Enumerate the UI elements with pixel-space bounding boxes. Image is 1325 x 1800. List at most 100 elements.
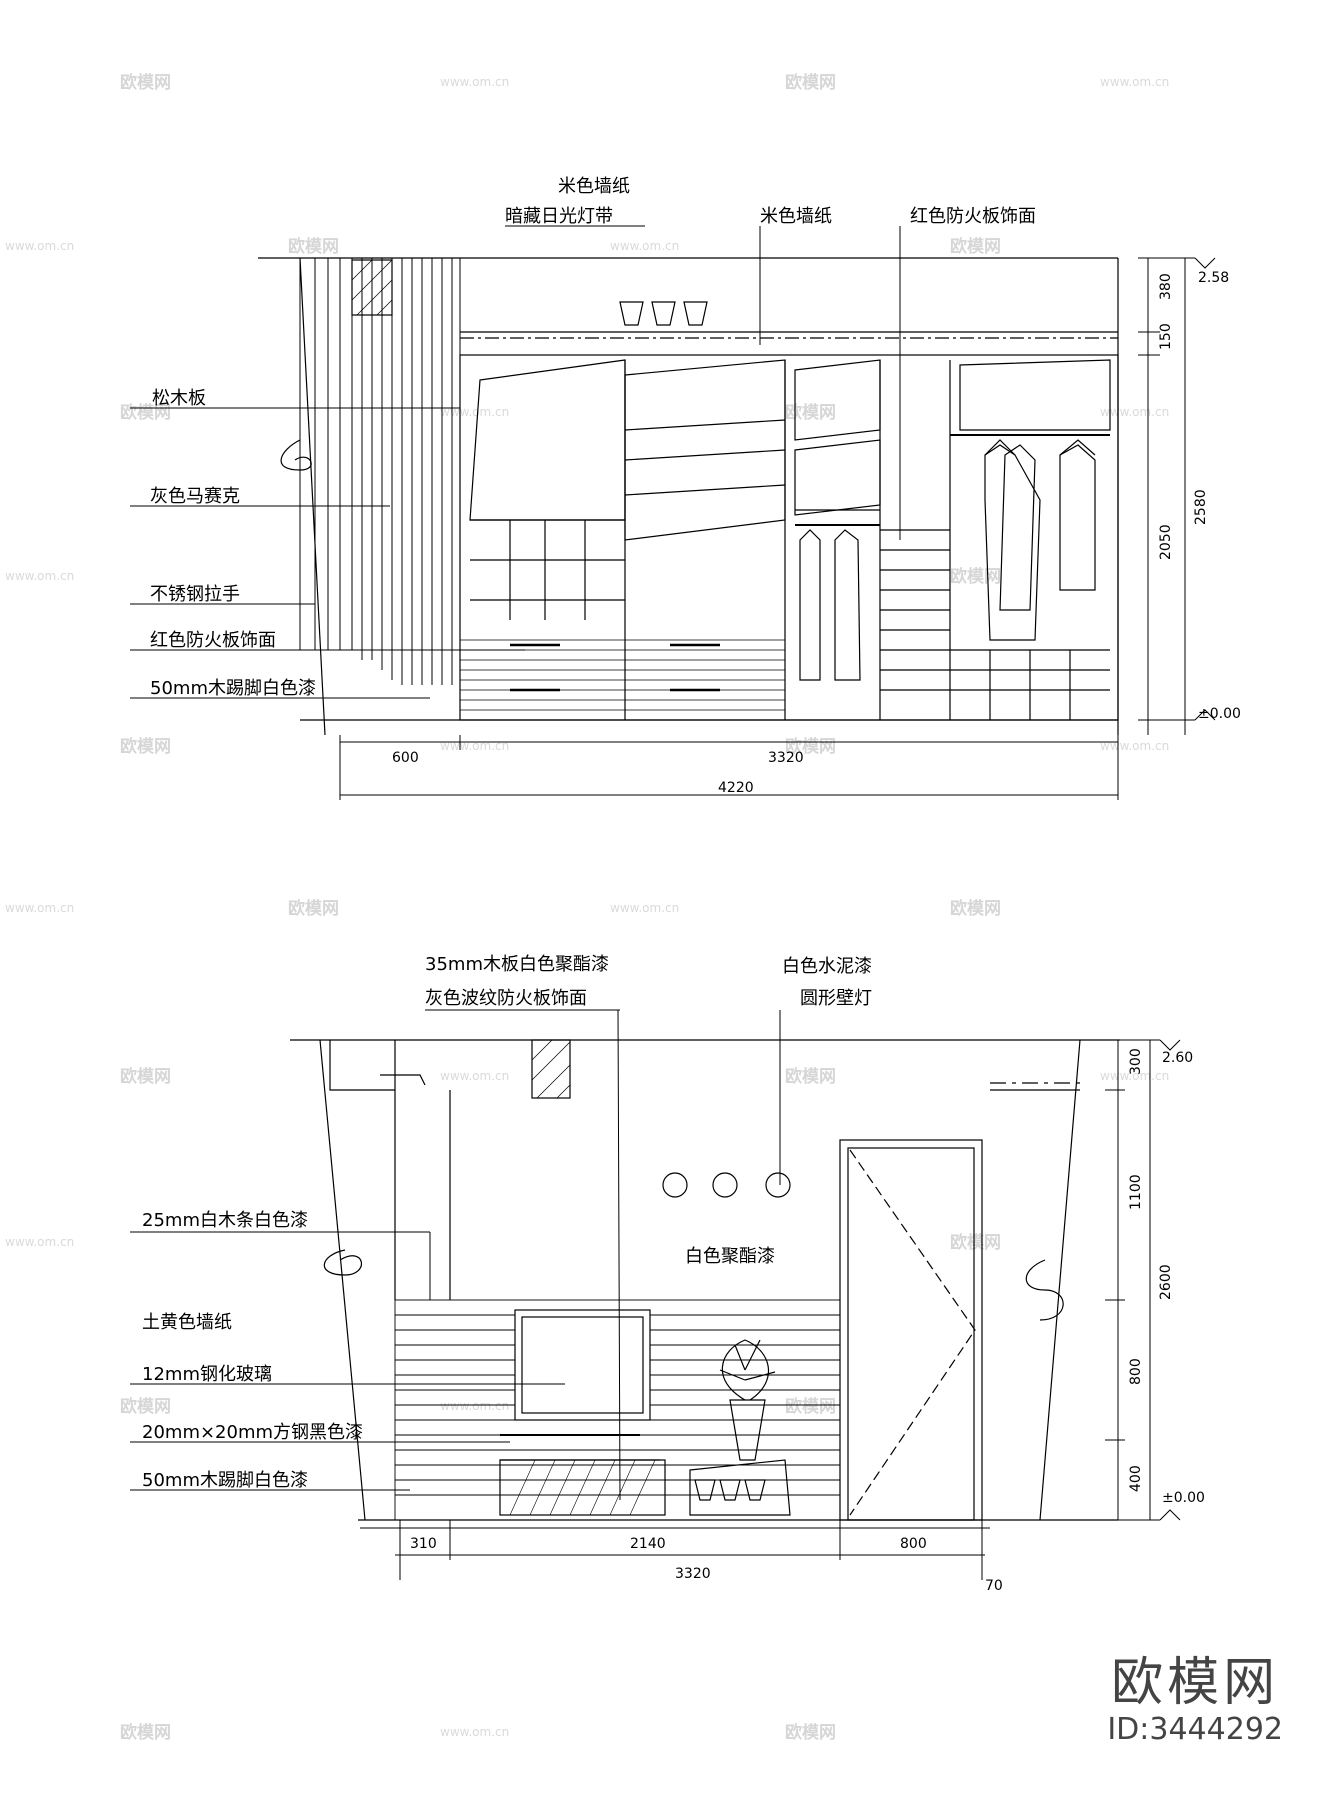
watermark-logo: 欧模网 <box>950 1232 1001 1253</box>
watermark-logo: 欧模网 <box>288 236 339 257</box>
watermark-logo: 欧模网 <box>785 402 836 423</box>
elevation-top <box>130 225 1216 800</box>
round-wall-lamp-group <box>662 1172 791 1198</box>
label-earth-wallpaper: 土黄色墙纸 <box>142 1312 232 1333</box>
ceiling-light-group <box>619 301 708 326</box>
dim-300: 300 <box>1128 1048 1144 1075</box>
elevation-bottom-labels: 35mm木板白色聚酯漆 灰色波纹防火板饰面 白色水泥漆 圆形壁灯 25mm白木条… <box>142 954 1205 1594</box>
label-round-lamp: 圆形壁灯 <box>800 988 872 1009</box>
label-red-fireboard: 红色防火板饰面 <box>150 630 276 651</box>
label-white-cement: 白色水泥漆 <box>782 956 872 977</box>
label-red-fireboard-top: 红色防火板饰面 <box>910 206 1036 227</box>
dim-2600: 2600 <box>1158 1264 1174 1300</box>
watermark-url: www.om.cn <box>440 405 509 419</box>
hanging-section <box>949 359 1111 720</box>
watermark-url: www.om.cn <box>440 1069 509 1083</box>
dim-3320-bottom: 3320 <box>675 1566 711 1582</box>
label-hidden-light-strip: 暗藏日光灯带 <box>505 206 613 227</box>
hanging-clothes <box>795 524 880 681</box>
watermark-url: www.om.cn <box>5 569 74 583</box>
label-grey-fireboard: 灰色波纹防火板饰面 <box>425 988 587 1009</box>
watermark-logo: 欧模网 <box>785 72 836 93</box>
leader-lines <box>130 1009 781 1501</box>
watermark-url: www.om.cn <box>440 75 509 89</box>
watermark-url: www.om.cn <box>610 239 679 253</box>
watermark-url: www.om.cn <box>440 1725 509 1739</box>
dim-380: 380 <box>1158 273 1174 300</box>
hatched-block <box>531 1039 571 1099</box>
watermark-logo: 欧模网 <box>950 236 1001 257</box>
dim-150: 150 <box>1158 323 1174 350</box>
label-skirting-bottom: 50mm木踢脚白色漆 <box>142 1470 308 1491</box>
watermark-url: www.om.cn <box>440 1399 509 1413</box>
watermark-logo: 欧模网 <box>120 402 171 423</box>
watermark-url: www.om.cn <box>610 901 679 915</box>
watermark-logo: 欧模网 <box>950 566 1001 587</box>
watermark-layer: 欧模网 www.om.cn 欧模网 www.om.cn www.om.cn 欧模… <box>5 72 1169 1743</box>
level-bottom-bottom: ±0.00 <box>1162 1490 1205 1506</box>
watermark-url: www.om.cn <box>1100 405 1169 419</box>
watermark-url: www.om.cn <box>440 739 509 753</box>
label-steel-handle: 不锈钢拉手 <box>150 584 240 605</box>
dim-70: 70 <box>985 1578 1003 1594</box>
dim-1100: 1100 <box>1128 1174 1144 1210</box>
shelf-section <box>624 359 786 720</box>
watermark-logo: 欧模网 <box>120 1396 171 1417</box>
dim-2580: 2580 <box>1193 489 1209 525</box>
brand-id: ID:3444292 <box>1107 1712 1283 1747</box>
watermark-logo: 欧模网 <box>120 1066 171 1087</box>
elevation-bottom <box>130 1009 1181 1580</box>
plant-vase <box>689 1339 791 1516</box>
door <box>839 1139 983 1521</box>
label-steel-tube: 20mm×20mm方钢黑色漆 <box>142 1422 363 1443</box>
watermark-url: www.om.cn <box>1100 1069 1169 1083</box>
watermark-logo: 欧模网 <box>785 1066 836 1087</box>
brand-block: 欧模网 ID:3444292 <box>1107 1654 1283 1748</box>
label-beige-wallpaper-2: 米色墙纸 <box>760 206 832 227</box>
watermark-logo: 欧模网 <box>950 898 1001 919</box>
glass-panel <box>514 1309 651 1421</box>
dimension-lines <box>339 257 1216 800</box>
watermark-url: www.om.cn <box>1100 75 1169 89</box>
coat-shape <box>984 444 1041 641</box>
watermark-url: www.om.cn <box>5 901 74 915</box>
pine-board-panel <box>299 258 461 685</box>
dim-3320: 3320 <box>768 750 804 766</box>
wardrobe-outline <box>459 354 1119 721</box>
dim-600: 600 <box>392 750 419 766</box>
elevation-top-labels: 米色墙纸 暗藏日光灯带 米色墙纸 红色防火板饰面 松木板 灰色马赛克 不锈钢拉手… <box>150 176 1241 796</box>
dim-800-width: 800 <box>900 1536 927 1552</box>
label-pine-board: 松木板 <box>152 388 206 409</box>
watermark-logo: 欧模网 <box>785 736 836 757</box>
level-bottom: ±0.00 <box>1198 706 1241 722</box>
coat-shape <box>1059 444 1096 591</box>
watermark-logo: 欧模网 <box>120 736 171 757</box>
label-wood-white-poly: 35mm木板白色聚酯漆 <box>425 954 609 975</box>
watermark-logo: 欧模网 <box>120 72 171 93</box>
level-top-bottom: 2.60 <box>1162 1050 1193 1066</box>
watermark-logo: 欧模网 <box>288 898 339 919</box>
watermark-logo: 欧模网 <box>785 1722 836 1743</box>
label-glass: 12mm钢化玻璃 <box>142 1364 272 1385</box>
watermark-logo: 欧模网 <box>785 1396 836 1417</box>
label-white-strip: 25mm白木条白色漆 <box>142 1210 308 1231</box>
dimension-lines <box>360 1039 1181 1580</box>
watermark-url: www.om.cn <box>5 239 74 253</box>
dim-400: 400 <box>1128 1465 1144 1492</box>
watermark-logo: 欧模网 <box>120 1722 171 1743</box>
dim-310: 310 <box>410 1536 437 1552</box>
watermark-url: www.om.cn <box>5 1235 74 1249</box>
dim-800: 800 <box>1128 1358 1144 1385</box>
label-white-poly: 白色聚酯漆 <box>685 1246 775 1267</box>
level-top: 2.58 <box>1198 270 1229 286</box>
brand-name: 欧模网 <box>1111 1653 1280 1713</box>
drawer-stack <box>880 529 1110 720</box>
dim-4220: 4220 <box>718 780 754 796</box>
dim-2140: 2140 <box>630 1536 666 1552</box>
label-beige-wallpaper: 米色墙纸 <box>558 176 630 197</box>
shelf-section <box>794 359 881 720</box>
watermark-url: www.om.cn <box>1100 739 1169 753</box>
leader-lines <box>130 225 901 699</box>
dim-2050: 2050 <box>1158 524 1174 560</box>
